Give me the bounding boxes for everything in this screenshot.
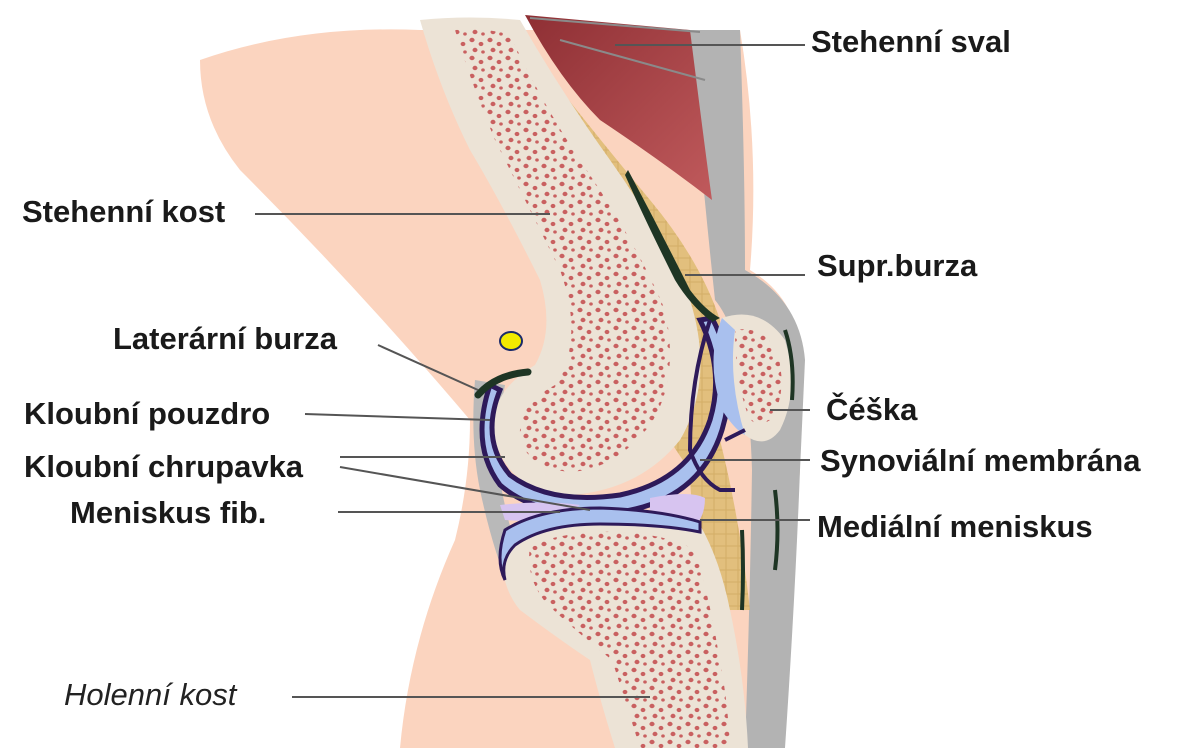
label-meniscus-fib: Meniskus fib. bbox=[70, 497, 266, 528]
label-femur: Stehenní kost bbox=[22, 196, 225, 227]
label-joint-capsule: Kloubní pouzdro bbox=[24, 398, 270, 429]
label-medial-meniscus: Mediální meniskus bbox=[817, 511, 1093, 542]
label-suprapatellar-bursa: Supr.burza bbox=[817, 250, 977, 281]
label-tibia: Holenní kost bbox=[64, 679, 236, 710]
label-thigh-muscle: Stehenní sval bbox=[811, 26, 1011, 57]
marker-dot bbox=[500, 332, 522, 350]
label-patella: Čéška bbox=[826, 394, 917, 425]
label-synovial-membrane: Synoviální membrána bbox=[820, 445, 1140, 476]
label-articular-cartilage: Kloubní chrupavka bbox=[24, 451, 303, 482]
label-lateral-bursa: Laterární burza bbox=[113, 323, 337, 354]
